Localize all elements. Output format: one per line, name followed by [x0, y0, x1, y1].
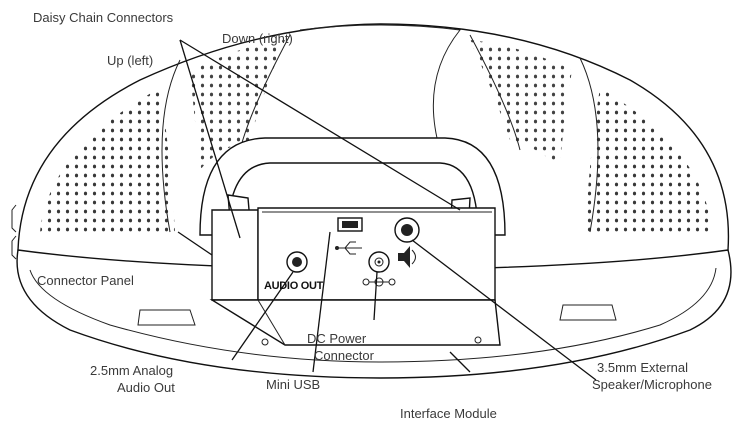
label-interface-module: Interface Module	[400, 406, 497, 421]
foot-pad-left	[137, 309, 196, 326]
label-external-speaker-line2: Speaker/Microphone	[592, 377, 712, 392]
foot-pad-right	[559, 304, 617, 321]
label-up-left: Up (left)	[107, 53, 153, 68]
label-down-right: Down (right)	[222, 31, 293, 46]
mini-usb-port	[337, 217, 363, 232]
label-dc-power-line2: Connector	[314, 348, 375, 363]
leader-lines	[177, 39, 597, 381]
usb-icon	[335, 241, 362, 255]
speaker-icon	[398, 246, 416, 268]
handle-arch	[199, 137, 506, 236]
label-mini-usb: Mini USB	[266, 377, 320, 392]
speaker-grille-left	[40, 88, 175, 232]
audio-out-text: AUDIO OUT	[264, 280, 324, 292]
audio-out-jack	[286, 251, 308, 273]
label-analog-audio-line2: Audio Out	[117, 380, 175, 395]
speaker-grille-top-right	[470, 40, 572, 170]
label-dc-power-line1: DC Power	[307, 331, 367, 346]
label-daisy-chain-connectors: Daisy Chain Connectors	[33, 10, 174, 25]
label-connector-panel: Connector Panel	[37, 273, 134, 288]
speaker-grille-top-left	[190, 40, 285, 170]
external-speaker-jack	[394, 217, 420, 243]
dc-power-port	[368, 251, 390, 273]
dc-polarity-icon	[362, 277, 396, 287]
label-analog-audio-line1: 2.5mm Analog	[90, 363, 173, 378]
speaker-grille-right	[585, 88, 712, 232]
label-external-speaker-line1: 3.5mm External	[597, 360, 688, 375]
